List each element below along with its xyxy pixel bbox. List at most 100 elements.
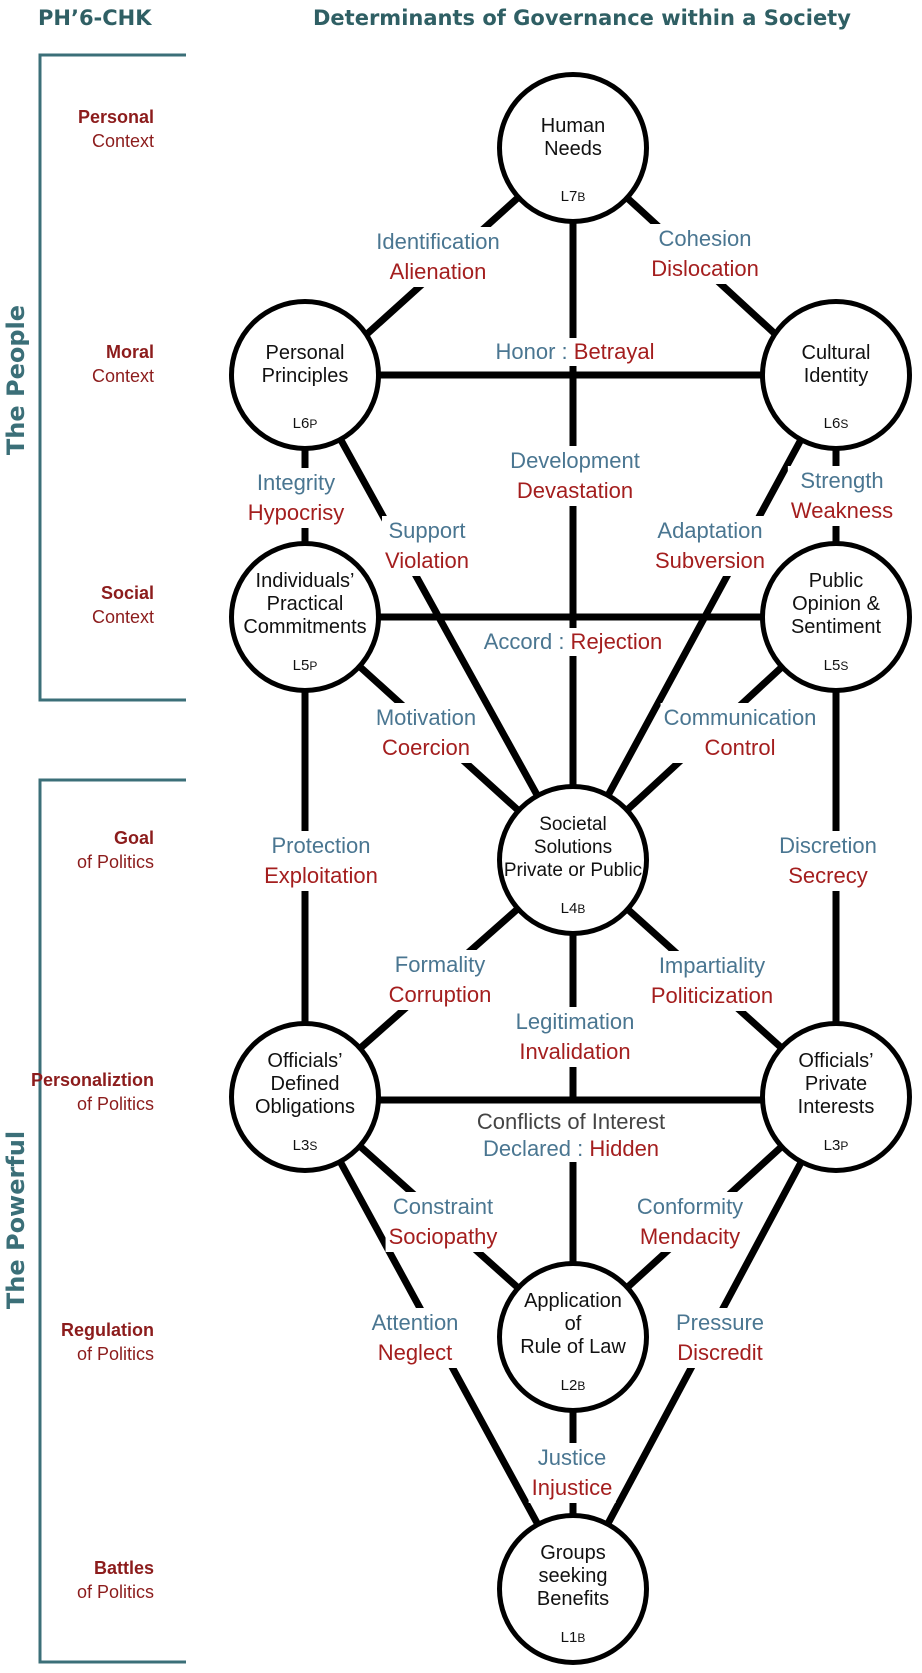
label-positive: Motivation xyxy=(375,705,477,730)
label-negative: Coercion xyxy=(381,735,471,760)
label-separator: : xyxy=(555,339,574,364)
label-positive: Discretion xyxy=(779,833,877,858)
node-text: Societal Solutions Private or Public xyxy=(503,814,643,881)
label-negative: Control xyxy=(704,735,776,760)
context-personalization: Personaliztion of Politics xyxy=(31,1068,154,1116)
label-negative: Betrayal xyxy=(573,339,655,364)
label-separator: : xyxy=(552,629,571,654)
powerful-bracket xyxy=(38,778,186,1664)
node-code: L2B xyxy=(560,1377,586,1394)
node-code: L7B xyxy=(560,188,586,205)
node-code: L1B xyxy=(560,1629,586,1646)
node-text: Individuals’ Practical Commitments xyxy=(243,570,367,638)
node-text: Groups seeking Benefits xyxy=(536,1542,610,1610)
node-text: Officials’ Private Interests xyxy=(797,1050,875,1118)
label-negative: Secrecy xyxy=(788,863,868,888)
node-code: L6P xyxy=(292,415,318,432)
label-negative: Sociopathy xyxy=(388,1224,498,1249)
label-positive: Cohesion xyxy=(658,226,752,251)
label-negative: Weakness xyxy=(790,498,894,523)
diagram-title: Determinants of Governance within a Soci… xyxy=(313,6,851,30)
node-text: Public Opinion & Sentiment xyxy=(790,570,882,638)
label-negative: Rejection xyxy=(570,629,663,654)
edge-label-accord: Accord : Rejection xyxy=(479,628,667,656)
label-positive: Communication xyxy=(663,705,817,730)
declared-hidden: Declared : Hidden xyxy=(483,1136,659,1161)
label-negative: Mendacity xyxy=(639,1224,741,1249)
label-positive: Support xyxy=(388,518,466,543)
context-bold: Personal xyxy=(77,107,154,127)
node-text: Personal Principles xyxy=(261,342,349,387)
conflicts-title: Conflicts of Interest xyxy=(476,1109,666,1134)
node-text: Human Needs xyxy=(540,115,606,160)
label-positive: Conformity xyxy=(636,1194,744,1219)
label-positive: Pressure xyxy=(675,1310,765,1335)
label-positive: Justice xyxy=(537,1445,607,1470)
context-bold: Goal xyxy=(113,828,154,848)
label-positive: Strength xyxy=(800,468,884,493)
label-negative: Exploitation xyxy=(264,863,378,888)
node-code: L5S xyxy=(823,657,849,674)
label-separator: : xyxy=(570,1136,590,1161)
context-normal: of Politics xyxy=(76,1582,154,1602)
side-label-people: The People xyxy=(2,304,30,456)
label-negative: Discredit xyxy=(677,1340,763,1365)
node-code: L3S xyxy=(292,1137,318,1154)
diagram-code: PH’6-CHK xyxy=(38,6,152,30)
label-negative: Corruption xyxy=(388,982,492,1007)
node-text: Application of Rule of Law xyxy=(520,1290,626,1358)
node-code: L4B xyxy=(560,900,586,917)
label-negative: Dislocation xyxy=(651,256,759,281)
label-negative: Injustice xyxy=(531,1475,613,1500)
label-negative: Hypocrisy xyxy=(247,500,345,525)
context-normal: of Politics xyxy=(76,1094,154,1114)
context-normal: Context xyxy=(91,607,154,627)
people-bracket xyxy=(38,53,186,702)
label-positive: Formality xyxy=(394,952,486,977)
label-positive: Development xyxy=(510,448,640,473)
context-bold: Personaliztion xyxy=(30,1070,154,1090)
label-positive: Declared xyxy=(482,1136,571,1161)
context-normal: of Politics xyxy=(76,1344,154,1364)
edge-label-honor: Honor : Betrayal xyxy=(491,338,659,366)
label-positive: Legitimation xyxy=(515,1009,635,1034)
label-positive: Constraint xyxy=(392,1194,494,1219)
node-text: Cultural Identity xyxy=(801,342,871,387)
side-label-powerful: The Powerful xyxy=(2,1130,30,1310)
label-negative: Violation xyxy=(385,548,469,573)
label-negative: Alienation xyxy=(389,259,487,284)
context-normal: Context xyxy=(91,131,154,151)
label-positive: Attention xyxy=(371,1310,459,1335)
node-code: L5P xyxy=(292,657,318,674)
label-positive: Identification xyxy=(376,229,500,254)
node-text: Officials’ Defined Obligations xyxy=(254,1050,356,1118)
label-negative: Subversion xyxy=(654,548,766,573)
label-positive: Accord xyxy=(483,629,553,654)
context-bold: Social xyxy=(100,583,154,603)
